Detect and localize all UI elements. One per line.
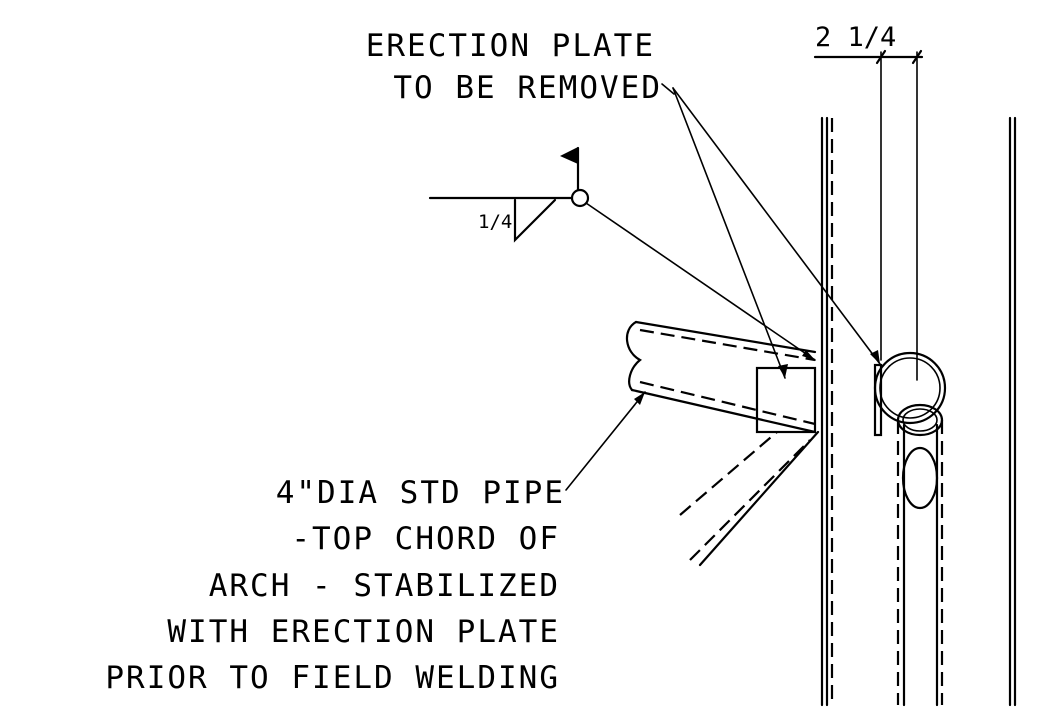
diagonal-hidden-2 xyxy=(689,439,811,561)
leader-tick xyxy=(661,83,675,95)
weld-all-around-circle xyxy=(570,188,590,208)
diagonal-edge xyxy=(698,430,820,567)
weld-arrowhead xyxy=(802,350,815,360)
pipe-label-line4: WITH ERECTION PLATE xyxy=(167,614,560,650)
pipe-opening xyxy=(901,446,939,510)
leader-to-pipe xyxy=(565,391,646,491)
fillet-weld-triangle xyxy=(513,198,557,243)
erection-plate-right xyxy=(873,363,883,437)
top-chord-pipe xyxy=(626,320,820,567)
dimension-label: 2 1/4 xyxy=(815,22,896,53)
erection-plate-block xyxy=(755,366,817,434)
pipe-top-hidden xyxy=(639,328,816,362)
erection-plate-callout: ERECTION PLATE TO BE REMOVED xyxy=(366,28,881,379)
leader-arrowhead xyxy=(870,350,880,364)
pipe-label-line5: PRIOR TO FIELD WELDING xyxy=(105,660,560,696)
pipe-end-break xyxy=(626,320,642,392)
pipe-label-line3: ARCH - STABILIZED xyxy=(209,568,560,604)
pipe-section-inner xyxy=(879,357,941,419)
weld-symbol: 1/4 xyxy=(428,146,816,361)
pipe-top-edge xyxy=(634,320,817,354)
fillet-size-label: 1/4 xyxy=(478,211,512,233)
weld-arrow-line xyxy=(585,202,816,361)
pipe-label-line2: -TOP CHORD OF xyxy=(291,521,560,557)
pipe-bottom-edge xyxy=(630,388,817,434)
field-weld-flag-icon xyxy=(560,147,578,164)
pipe-section-outer xyxy=(873,351,947,425)
leader-arrowhead xyxy=(634,392,645,405)
vertical-pipe xyxy=(873,351,947,707)
leader-arrowhead xyxy=(778,364,788,378)
leader-to-plate xyxy=(672,87,786,379)
pipe-section-lower-inner xyxy=(902,408,938,432)
right-member xyxy=(1008,116,1017,707)
erection-plate-label-line2: TO BE REMOVED xyxy=(393,70,662,106)
pipe-bottom-hidden xyxy=(639,380,816,426)
pipe-callout: 4"DIA STD PIPE -TOP CHORD OF ARCH - STAB… xyxy=(105,391,646,696)
pipe-label-line1: 4"DIA STD PIPE xyxy=(276,475,565,511)
vertical-member xyxy=(820,116,834,707)
dimension-2-1-4: 2 1/4 xyxy=(813,22,924,381)
erection-plate-label-line1: ERECTION PLATE xyxy=(366,28,655,64)
leader-to-erection-plate xyxy=(672,87,881,365)
diagonal-hidden-1 xyxy=(679,431,778,516)
